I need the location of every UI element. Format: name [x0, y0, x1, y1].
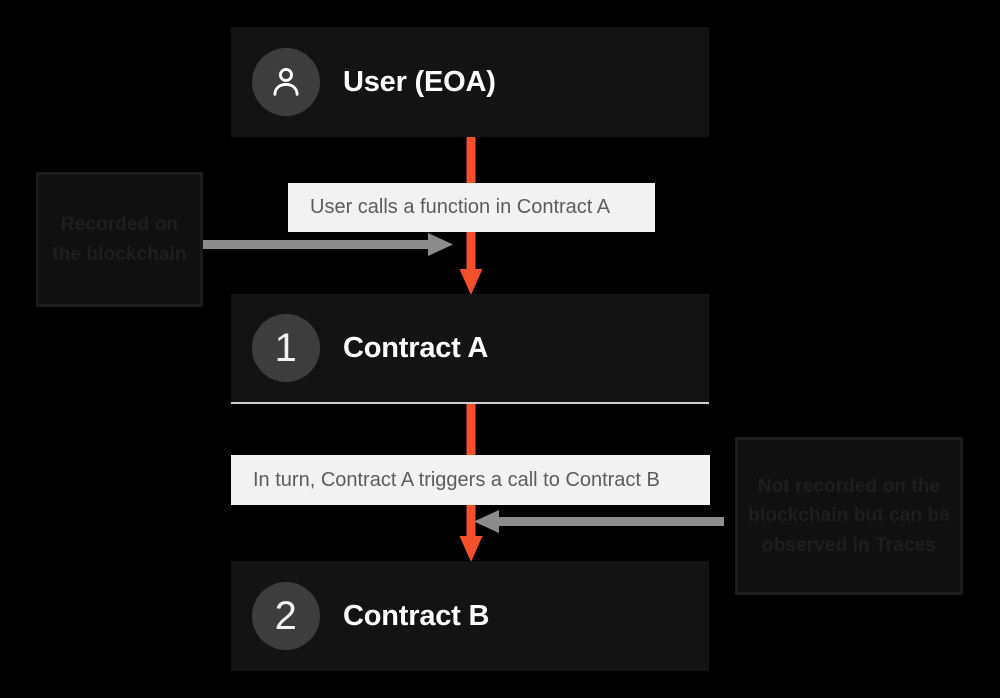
flow-label-1-text: User calls a function in Contract A [310, 196, 611, 218]
node-contract-a-title: Contract A [343, 331, 489, 364]
step-badge-1: 1 [252, 314, 320, 382]
flow-label-2-text: In turn, Contract A triggers a call to C… [253, 468, 660, 491]
step-badge-1-number: 1 [274, 326, 298, 370]
pointer-arrow-right-icon [203, 232, 455, 258]
flow-label-contract-a-triggers-contract-b: In turn, Contract A triggers a call to C… [231, 455, 710, 505]
flow-label-user-calls-contract-a: User calls a function in Contract A [288, 183, 655, 232]
avatar [252, 48, 320, 116]
step-badge-2: 2 [252, 582, 320, 650]
callout-not-recorded-traces: Not recorded on the blockchain but can b… [735, 437, 963, 595]
node-contract-b-title: Contract B [343, 599, 490, 632]
callout-right-text: Not recorded on the blockchain but can b… [748, 475, 950, 556]
callout-left-text: Recorded on the blockchain [52, 214, 187, 265]
callout-recorded-on-blockchain: Recorded on the blockchain [36, 172, 203, 307]
person-icon [273, 67, 299, 96]
step-badge-2-number: 2 [274, 594, 298, 638]
node-contract-a[interactable]: 1 Contract A [231, 294, 709, 404]
pointer-arrow-left-icon [472, 509, 724, 535]
node-contract-b[interactable]: 2 Contract B [231, 561, 709, 671]
node-user-title: User (EOA) [343, 65, 496, 98]
node-user[interactable]: User (EOA) [231, 27, 709, 137]
